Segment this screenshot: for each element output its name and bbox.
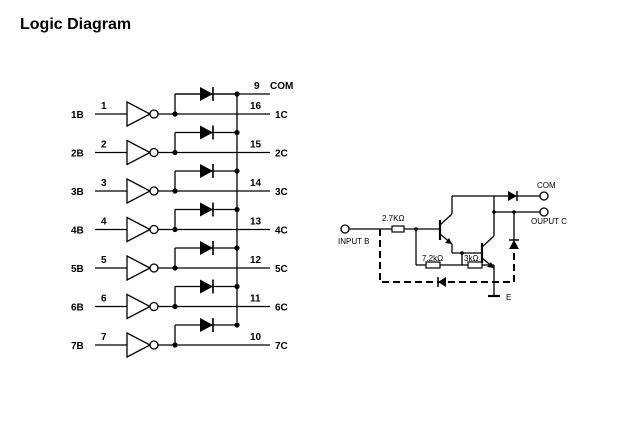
inverter-bubble [149,186,159,196]
channel-output-label: 4C [275,226,288,237]
clamp-diode [509,240,519,249]
channel-input-pin: 5 [101,255,107,266]
q2-collector [481,235,495,248]
channel-input-pin: 1 [101,101,107,112]
channel-output-label: 1C [275,110,288,121]
inverter-bubble [149,109,159,119]
output-terminal [539,207,549,217]
channel-output-label: 5C [275,264,288,275]
diode-icon [200,279,213,294]
channel-output-pin: 12 [250,255,262,266]
channel-output-label: 7C [275,341,288,352]
q1-collector [439,213,453,226]
channel-output-label: 2C [275,149,288,160]
channel-input-label: 6B [71,303,84,314]
inverter-triangle [126,216,152,243]
emitter-label: E [506,293,511,302]
channel-input-label: 2B [71,149,84,160]
inverter-bubble [149,147,159,158]
channel-output-pin: 11 [250,294,261,305]
schematic-com-label: COM [537,181,556,190]
channel-input-pin: 2 [101,140,107,151]
inverter-triangle [126,331,152,359]
inverter-triangle [126,254,152,282]
q2-emitter-arrow [487,262,494,268]
output-label: OUPUT C [531,217,567,226]
channel-output-pin: 13 [250,217,262,228]
substrate-diode [438,277,446,287]
inverter-triangle [126,139,152,166]
channel-input-label: 5B [71,264,84,275]
channel-output-pin: 10 [250,332,262,343]
inverter-triangle [126,177,152,205]
inverter-triangle [126,293,152,320]
inverter-triangle [126,100,152,128]
channel-input-pin: 6 [101,294,107,305]
diode-icon [200,202,213,217]
channel-input-label: 4B [71,226,84,237]
channel-input-pin: 7 [101,332,107,343]
diode-icon [200,125,213,140]
channel-output-pin: 15 [250,140,262,151]
bus-junction-dot [234,322,240,328]
diode-icon [200,164,213,178]
channel-output-pin: 16 [250,101,262,112]
com-label: COM [270,81,293,92]
channel-input-label: 3B [71,187,84,198]
resistor-r1-value: 2.7KΩ [382,214,404,223]
com-pin-number: 9 [254,81,260,92]
q1-emitter-arrow [445,238,452,244]
input-terminal [340,224,350,234]
channel-input-pin: 4 [101,217,107,228]
channel-input-label: 7B [71,341,84,352]
substrate-diode-path [379,229,515,283]
channel-output-pin: 14 [250,178,262,189]
input-label: INPUT B [338,237,369,246]
diode-icon [200,318,213,332]
channel-array: 1B 1 16 1C 2B 2 15 2C 3B 3 14 3C 4B 4 13 4C 5B 5 12 5C 6B 6 11… [71,87,288,359]
com-row: 9 COM [175,81,293,322]
diagram-title: Logic Diagram [20,16,132,33]
resistor-r1 [391,225,405,233]
com-terminal [539,191,549,201]
channel-output-label: 3C [275,187,288,198]
inverter-bubble [149,224,159,235]
channel-input-label: 1B [71,110,84,121]
resistor-r3-value: 3kΩ [464,254,478,263]
resistor-r2-value: 7.2kΩ [422,254,443,263]
diode-icon [200,241,213,255]
inverter-bubble [149,301,159,312]
channel-output-label: 6C [275,303,288,314]
channel-input-pin: 3 [101,178,107,189]
com-diode [508,191,517,201]
equivalent-schematic: INPUT B 2.7KΩ 7.2kΩ 3kΩ [338,181,567,302]
inverter-bubble [149,263,159,273]
inverter-bubble [149,340,159,350]
